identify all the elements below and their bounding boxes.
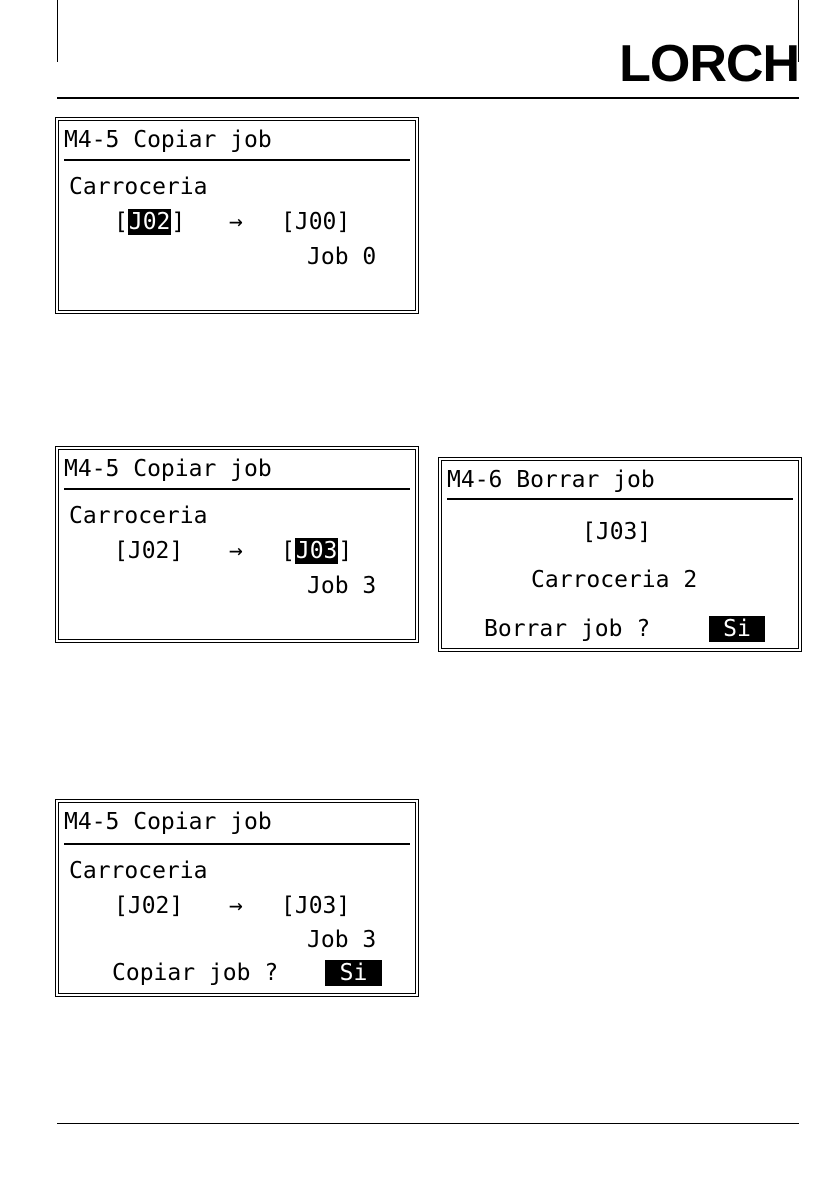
destination-job-field[interactable]: [J03] xyxy=(281,895,350,918)
job-group-label: Carroceria xyxy=(69,176,207,199)
bracket-open: [ xyxy=(114,209,128,235)
source-job-field[interactable]: [J02] xyxy=(114,211,185,234)
screen-title: M4-5 Copiar job xyxy=(64,129,272,152)
destination-job-name: Job 3 xyxy=(307,575,376,598)
delete-prompt: Borrar job ? xyxy=(484,618,650,641)
destination-job-name: Job 3 xyxy=(307,929,376,952)
title-divider xyxy=(64,843,410,845)
title-divider xyxy=(64,159,410,161)
source-job-field[interactable]: [J02] xyxy=(114,895,183,918)
arrow-icon: → xyxy=(229,540,243,563)
lcd-delete-job: M4-6 Borrar job [J03] Carroceria 2 Borra… xyxy=(441,460,799,649)
title-divider xyxy=(64,488,410,490)
job-group-label: Carroceria xyxy=(69,505,207,528)
screen-title: M4-5 Copiar job xyxy=(64,458,272,481)
header-rule xyxy=(57,97,799,99)
confirm-delete-button[interactable]: Si xyxy=(709,616,765,642)
source-job-selected[interactable]: J02 xyxy=(128,209,172,235)
source-job-field[interactable]: [J02] xyxy=(114,540,183,563)
brand-logo: LORCH xyxy=(619,38,799,90)
destination-job-field[interactable]: [J00] xyxy=(281,211,350,234)
copy-prompt: Copiar job ? xyxy=(112,962,278,985)
destination-job-selected[interactable]: J03 xyxy=(295,538,339,564)
screen-title: M4-5 Copiar job xyxy=(64,811,272,834)
job-name: Carroceria 2 xyxy=(531,569,697,592)
title-divider xyxy=(447,498,793,500)
destination-job-field[interactable]: [J03] xyxy=(281,540,352,563)
arrow-icon: → xyxy=(229,895,243,918)
lcd-copy-job-source-selected: M4-5 Copiar job Carroceria [J02] → [J00]… xyxy=(58,120,416,311)
job-group-label: Carroceria xyxy=(69,860,207,883)
footer-rule xyxy=(57,1123,799,1124)
lcd-copy-job-destination-selected: M4-5 Copiar job Carroceria [J02] → [J03]… xyxy=(58,449,416,640)
arrow-icon: → xyxy=(229,211,243,234)
screen-title: M4-6 Borrar job xyxy=(447,469,655,492)
confirm-copy-button[interactable]: Si xyxy=(325,960,382,986)
bracket-close: ] xyxy=(171,209,185,235)
bracket-open: [ xyxy=(281,538,295,564)
destination-job-name: Job 0 xyxy=(307,246,376,269)
crop-mark-left xyxy=(57,0,58,62)
bracket-close: ] xyxy=(338,538,352,564)
lcd-copy-job-confirm: M4-5 Copiar job Carroceria [J02] → [J03]… xyxy=(58,802,416,994)
job-id: [J03] xyxy=(582,521,651,544)
